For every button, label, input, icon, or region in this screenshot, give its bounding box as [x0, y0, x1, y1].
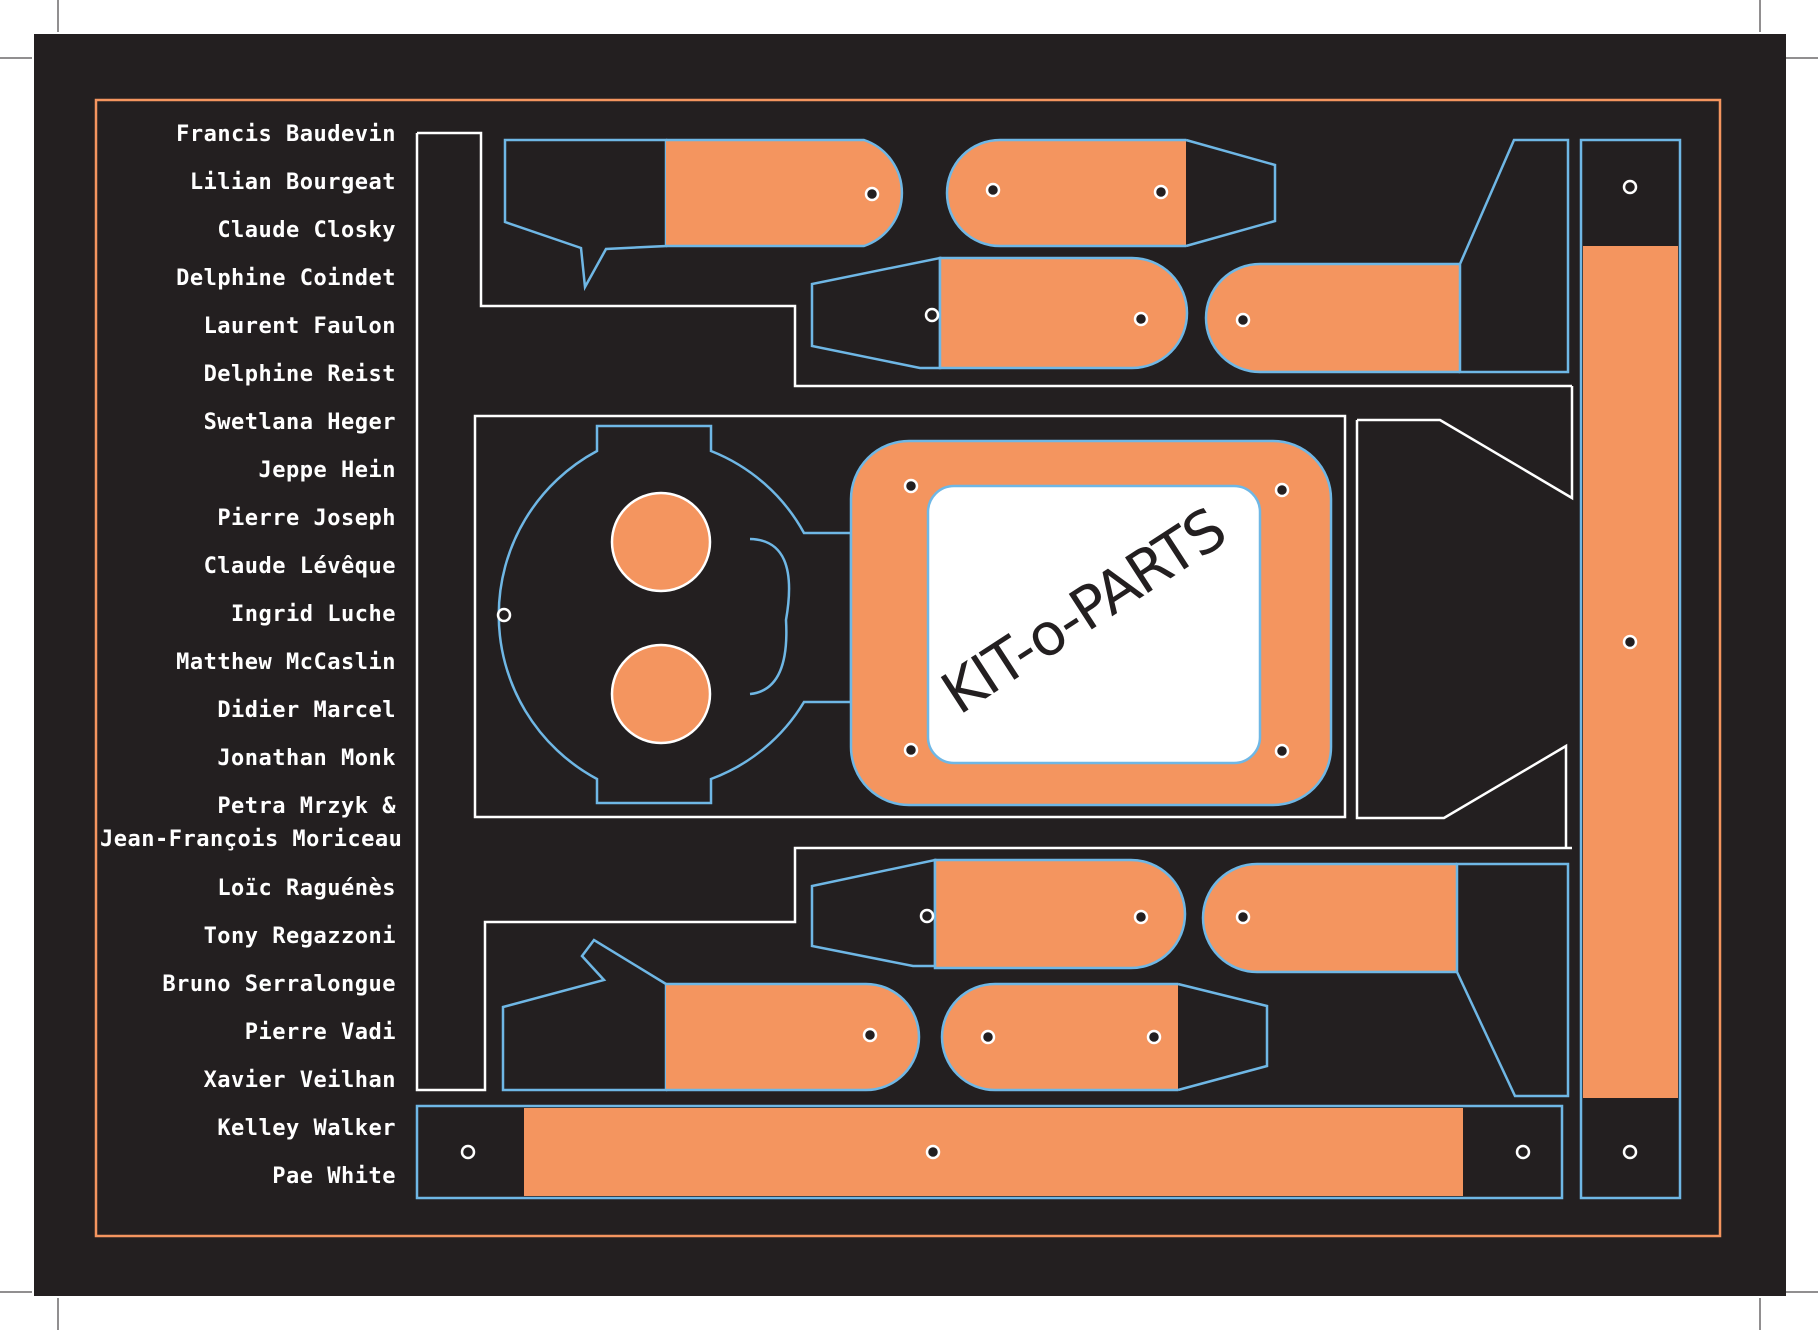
artist-name-line: Claude Lévêque	[203, 554, 396, 579]
part-bottom-legs	[810, 858, 1570, 1098]
part-top-left-arm	[503, 138, 1277, 292]
artist-name: Bruno Serralongue	[100, 968, 396, 1016]
artist-name: Tony Regazzoni	[100, 920, 396, 968]
artist-name-line: Delphine Reist	[203, 362, 396, 387]
artist-name-line: Swetlana Heger	[203, 410, 396, 435]
artist-name-line: Tony Regazzoni	[203, 924, 396, 949]
part-right-bar	[1579, 138, 1682, 1200]
artist-name: Claude Closky	[100, 214, 396, 262]
artist-name-line: Claude Closky	[217, 218, 396, 243]
screen	[926, 484, 1262, 765]
artist-name-line: Jean-François Moriceau	[100, 827, 403, 852]
part-top-legs	[810, 138, 1570, 374]
artist-name: Loïc Raguénès	[100, 872, 396, 920]
artist-name-line: Francis Baudevin	[176, 122, 396, 147]
artist-name-line: Didier Marcel	[217, 698, 396, 723]
artist-name: Lilian Bourgeat	[100, 166, 396, 214]
artist-name: Claude Lévêque	[100, 550, 396, 598]
part-head	[497, 424, 853, 805]
white-cut-lines	[415, 131, 1574, 1092]
part-torso: KIT-o-PARTS	[849, 439, 1333, 807]
artist-name-line: Pierre Joseph	[217, 506, 396, 531]
artist-name: Jonathan Monk	[100, 742, 396, 790]
artist-name: Kelley Walker	[100, 1112, 396, 1160]
artist-name: Pierre Vadi	[100, 1016, 396, 1064]
part-bottom-bar	[415, 1104, 1564, 1200]
artist-name-line: Matthew McCaslin	[176, 650, 396, 675]
mouth	[749, 537, 791, 696]
artist-name: Petra Mrzyk & Jean-François Moriceau	[100, 790, 403, 872]
artist-name-line: Jonathan Monk	[217, 746, 396, 771]
artist-name-line: Lilian Bourgeat	[189, 170, 396, 195]
artist-name-line: Jeppe Hein	[258, 458, 396, 483]
artist-name: Ingrid Luche	[100, 598, 396, 646]
right-eye	[610, 643, 712, 745]
artist-name-line: Laurent Faulon	[203, 314, 396, 339]
artist-name: Delphine Coindet	[100, 262, 396, 310]
artist-name-line: Pierre Vadi	[244, 1020, 396, 1045]
artist-name: Jeppe Hein	[100, 454, 396, 502]
rivet-holes	[460, 179, 1638, 1160]
artist-name-line: Ingrid Luche	[231, 602, 396, 627]
artist-name-line: Petra Mrzyk &	[217, 794, 396, 819]
artist-name: Matthew McCaslin	[100, 646, 396, 694]
artist-name-line: Delphine Coindet	[176, 266, 396, 291]
left-eye	[610, 491, 712, 593]
artist-name: Didier Marcel	[100, 694, 396, 742]
artist-name: Swetlana Heger	[100, 406, 396, 454]
artist-name: Pae White	[100, 1160, 396, 1208]
artist-name: Xavier Veilhan	[100, 1064, 396, 1112]
artist-name-line: Pae White	[272, 1164, 396, 1189]
artist-name-line: Bruno Serralongue	[162, 972, 396, 997]
artist-name-line: Kelley Walker	[217, 1116, 396, 1141]
artist-name: Pierre Joseph	[100, 502, 396, 550]
orange-frame	[94, 98, 1722, 1238]
artist-name: Francis Baudevin	[100, 118, 396, 166]
artist-name: Laurent Faulon	[100, 310, 396, 358]
artist-name-line: Xavier Veilhan	[203, 1068, 396, 1093]
part-bottom-left-arm	[501, 938, 1269, 1092]
artist-name-line: Loïc Raguénès	[217, 876, 396, 901]
artist-name: Delphine Reist	[100, 358, 396, 406]
